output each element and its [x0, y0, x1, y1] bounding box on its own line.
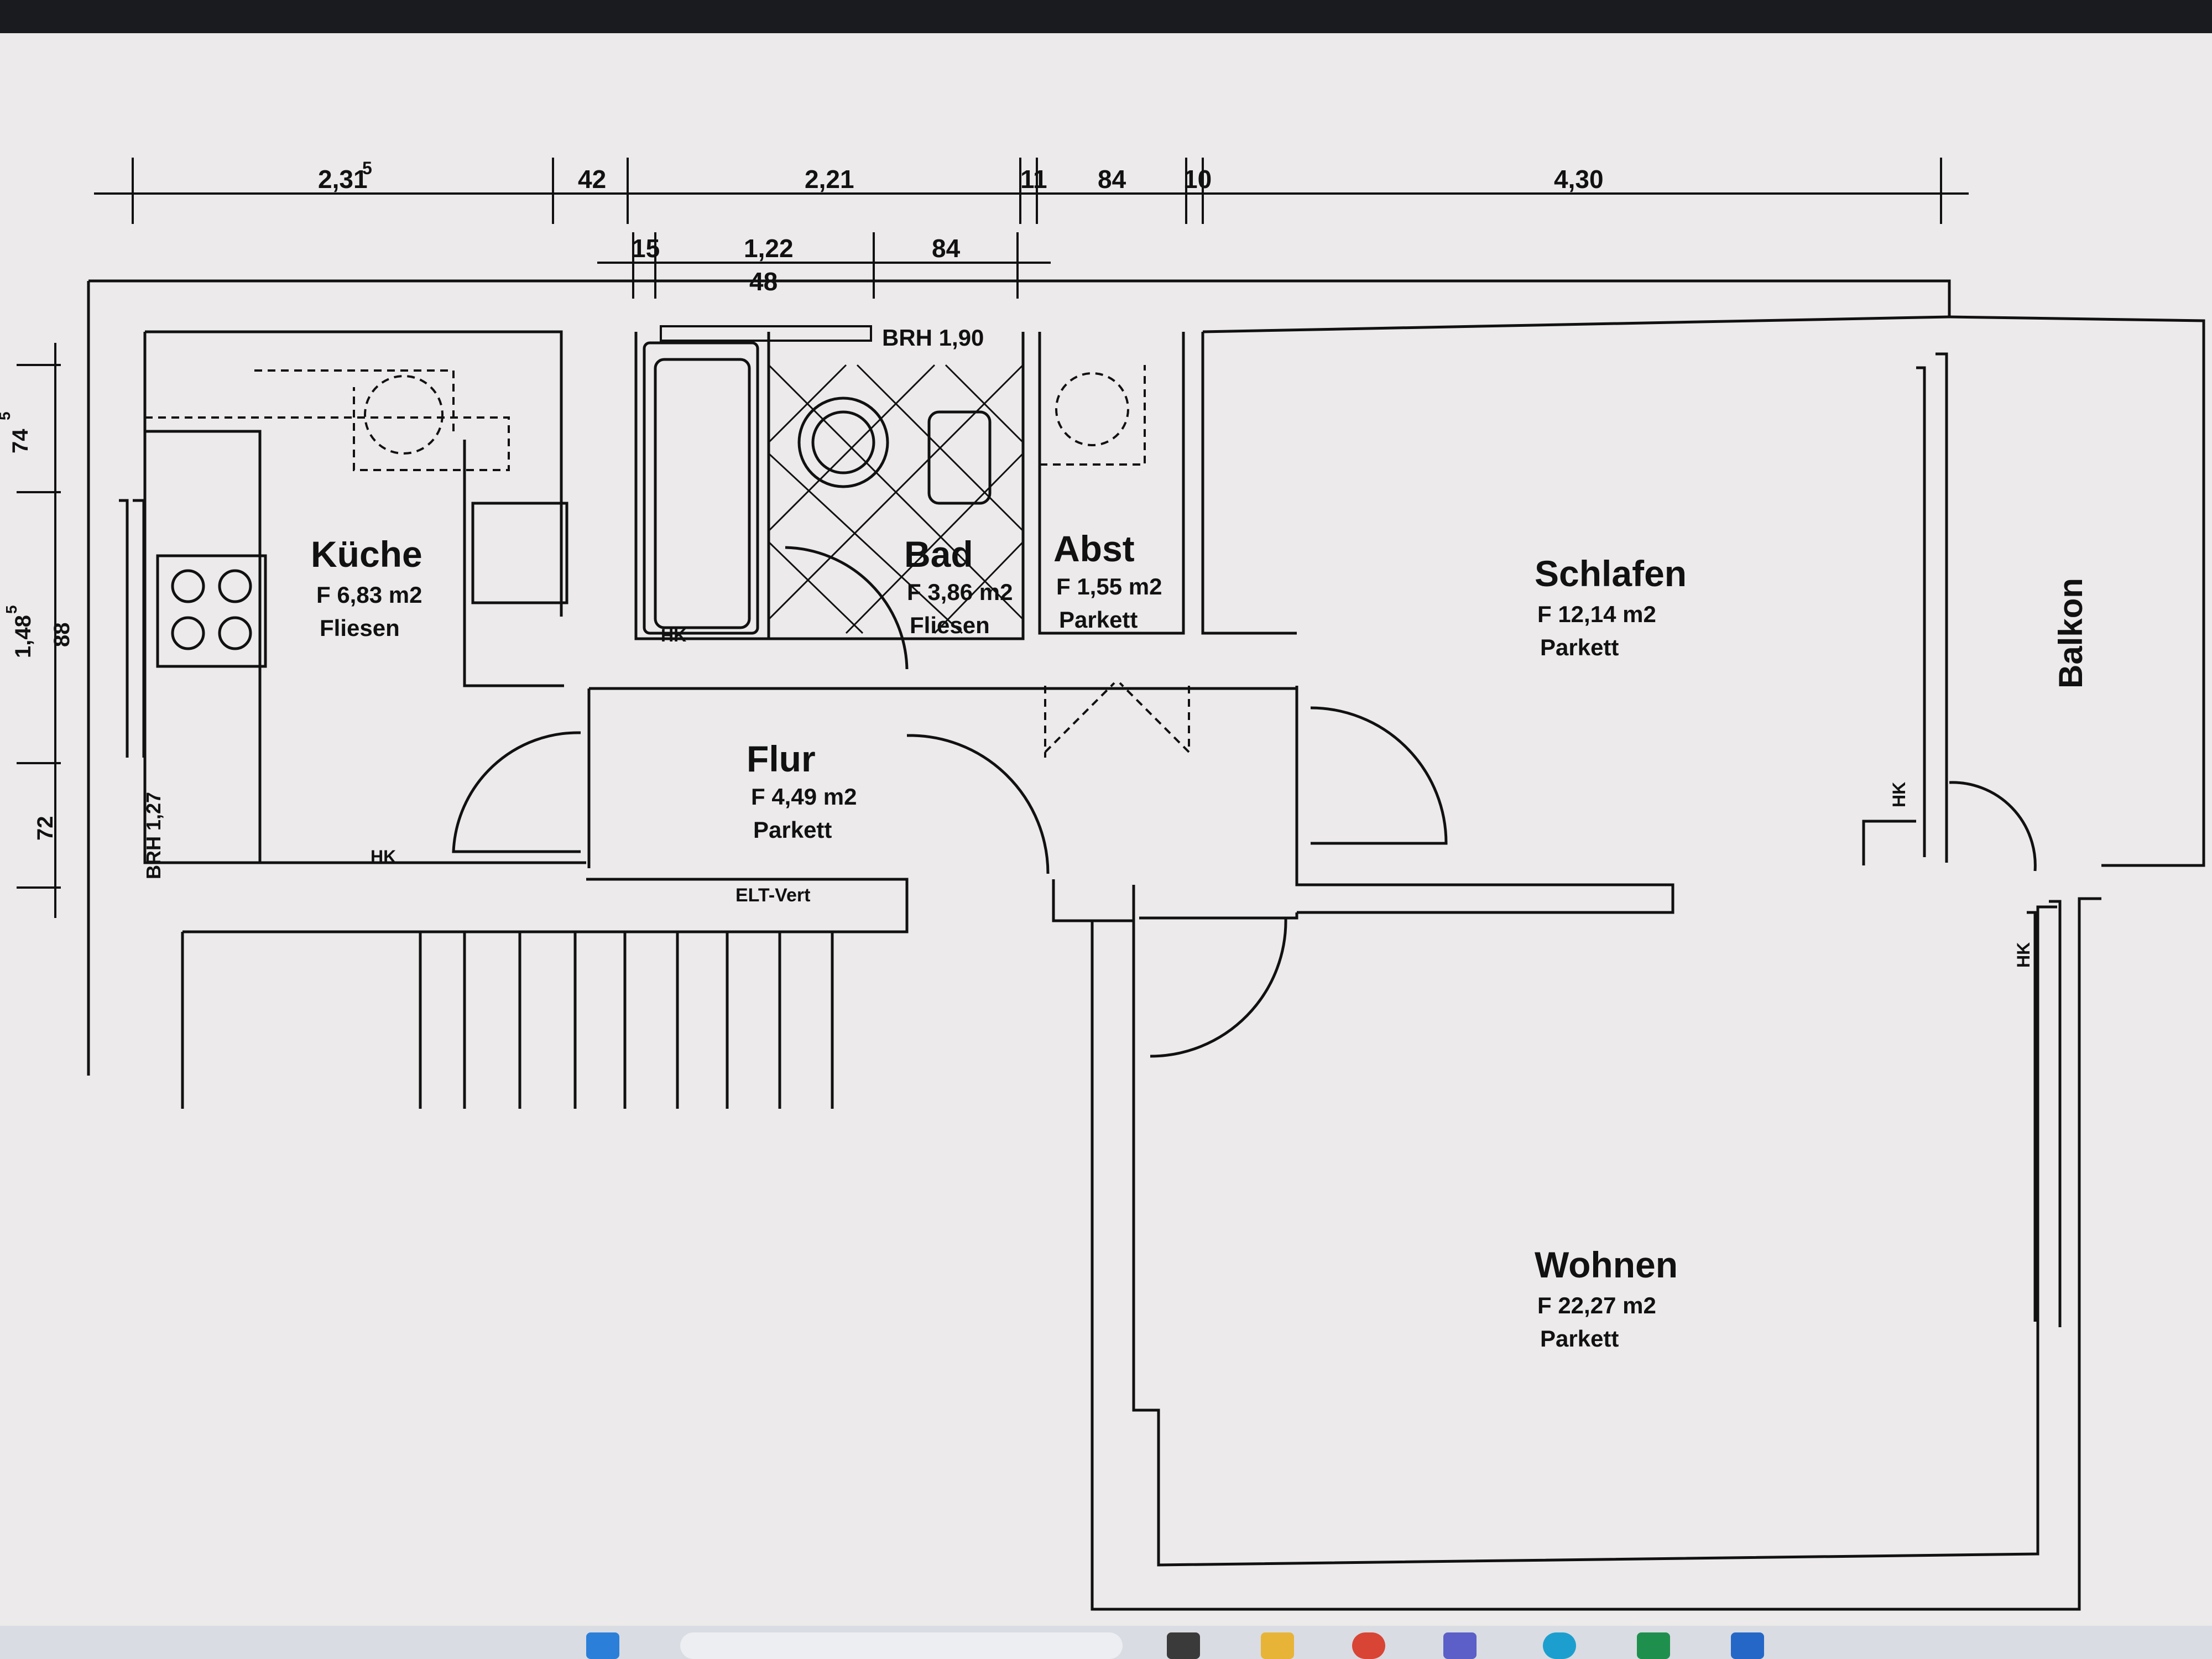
washbasin: [797, 397, 889, 488]
room-schlafen: Schlafen F 12,14 m2 Parkett: [1535, 553, 1687, 660]
dim-4-30: 4,30: [1554, 165, 1604, 194]
dim-72: 72: [33, 816, 58, 841]
room-area: F 6,83 m2: [316, 582, 422, 608]
chrome-icon[interactable]: [1352, 1632, 1385, 1659]
room-name: Wohnen: [1535, 1244, 1678, 1285]
room-area: F 22,27 m2: [1537, 1292, 1656, 1318]
brh-left-label: BRH 1,27: [142, 792, 165, 879]
room-area: F 3,86 m2: [907, 579, 1013, 605]
door-bad: [785, 546, 909, 670]
search-icon[interactable]: [680, 1632, 1123, 1659]
room-kueche: Küche F 6,83 m2 Fliesen: [311, 534, 422, 641]
room-abst: Abst F 1,55 m2 Parkett: [1053, 528, 1162, 633]
dim-10: 10: [1183, 165, 1212, 194]
room-name: Abst: [1053, 528, 1135, 569]
room-area: F 1,55 m2: [1056, 573, 1162, 599]
folder-icon[interactable]: [1261, 1632, 1294, 1659]
room-wohnen: Wohnen F 22,27 m2 Parkett: [1535, 1244, 1678, 1352]
dim-42: 42: [578, 165, 606, 194]
bathtub: [643, 341, 759, 635]
app-icon[interactable]: [1167, 1632, 1200, 1659]
room-floor: Parkett: [1540, 634, 1619, 660]
staircase: [181, 932, 834, 1109]
toilet: [927, 410, 992, 505]
hk-label: HK: [1889, 782, 1909, 807]
room-bad: Bad F 3,86 m2 Fliesen: [904, 534, 1013, 638]
dim-15: 15: [632, 234, 660, 263]
elt-label: ELT-Vert: [735, 885, 810, 906]
dim-5-c: 5: [3, 605, 20, 614]
spreadsheet-icon[interactable]: [1637, 1632, 1670, 1659]
windows-start-icon[interactable]: [586, 1632, 619, 1659]
door-balkon: [1949, 781, 2037, 872]
outer-wall-top: [88, 279, 1951, 317]
dim-1-22: 1,22: [744, 234, 794, 263]
floor-plan: 2,31 5 42 2,21 11 84 10 4,30 15 1,22 48 …: [0, 158, 2205, 1611]
room-area: F 4,49 m2: [751, 784, 857, 810]
room-name: Flur: [747, 738, 816, 779]
stove: [156, 554, 267, 668]
door-wohnen-top: [906, 734, 1050, 874]
door-wohnen: [1150, 917, 1287, 1058]
dim-11: 11: [1020, 165, 1047, 194]
dim-48: 48: [749, 267, 778, 296]
hk-label: HK: [371, 847, 396, 867]
balcony-outline: [1949, 315, 2205, 867]
dim-2-21: 2,21: [805, 165, 854, 194]
kitchen-sink: [471, 502, 568, 604]
dim-74: 74: [8, 429, 33, 453]
edge-icon[interactable]: [1543, 1632, 1576, 1659]
dim-2-31: 2,31: [318, 165, 368, 194]
room-name: Schlafen: [1535, 553, 1687, 594]
room-name: Bad: [904, 534, 973, 575]
hk-label: HK: [661, 625, 686, 645]
dim-84-b: 84: [932, 234, 961, 263]
teams-icon[interactable]: [1443, 1632, 1477, 1659]
brh-top-label: BRH 1,90: [882, 325, 984, 351]
room-name: Küche: [311, 534, 422, 575]
dim-88: 88: [50, 623, 74, 648]
dim-1-48: 1,48: [11, 615, 35, 658]
dim-84-a: 84: [1098, 165, 1126, 194]
dim-5-b: 5: [0, 411, 13, 420]
dim-5-a: 5: [362, 158, 372, 178]
hk-label: HK: [2013, 942, 2033, 968]
room-floor: Parkett: [1059, 607, 1138, 633]
room-floor: Fliesen: [320, 615, 400, 641]
taskbar: [0, 1626, 2212, 1659]
balkon-label: Balkon: [2052, 578, 2089, 688]
room-floor: Parkett: [753, 817, 832, 843]
door-schlafen: [1310, 706, 1448, 845]
room-area: F 12,14 m2: [1537, 601, 1656, 627]
document-icon[interactable]: [1731, 1632, 1764, 1659]
room-floor: Fliesen: [910, 612, 990, 638]
door-kitchen: [452, 731, 581, 853]
room-flur: Flur F 4,49 m2 Parkett: [747, 738, 857, 843]
living-room-walls: [1091, 897, 2101, 1611]
monitor-screen: 2,31 5 42 2,21 11 84 10 4,30 15 1,22 48 …: [0, 33, 2212, 1626]
room-floor: Parkett: [1540, 1326, 1619, 1352]
